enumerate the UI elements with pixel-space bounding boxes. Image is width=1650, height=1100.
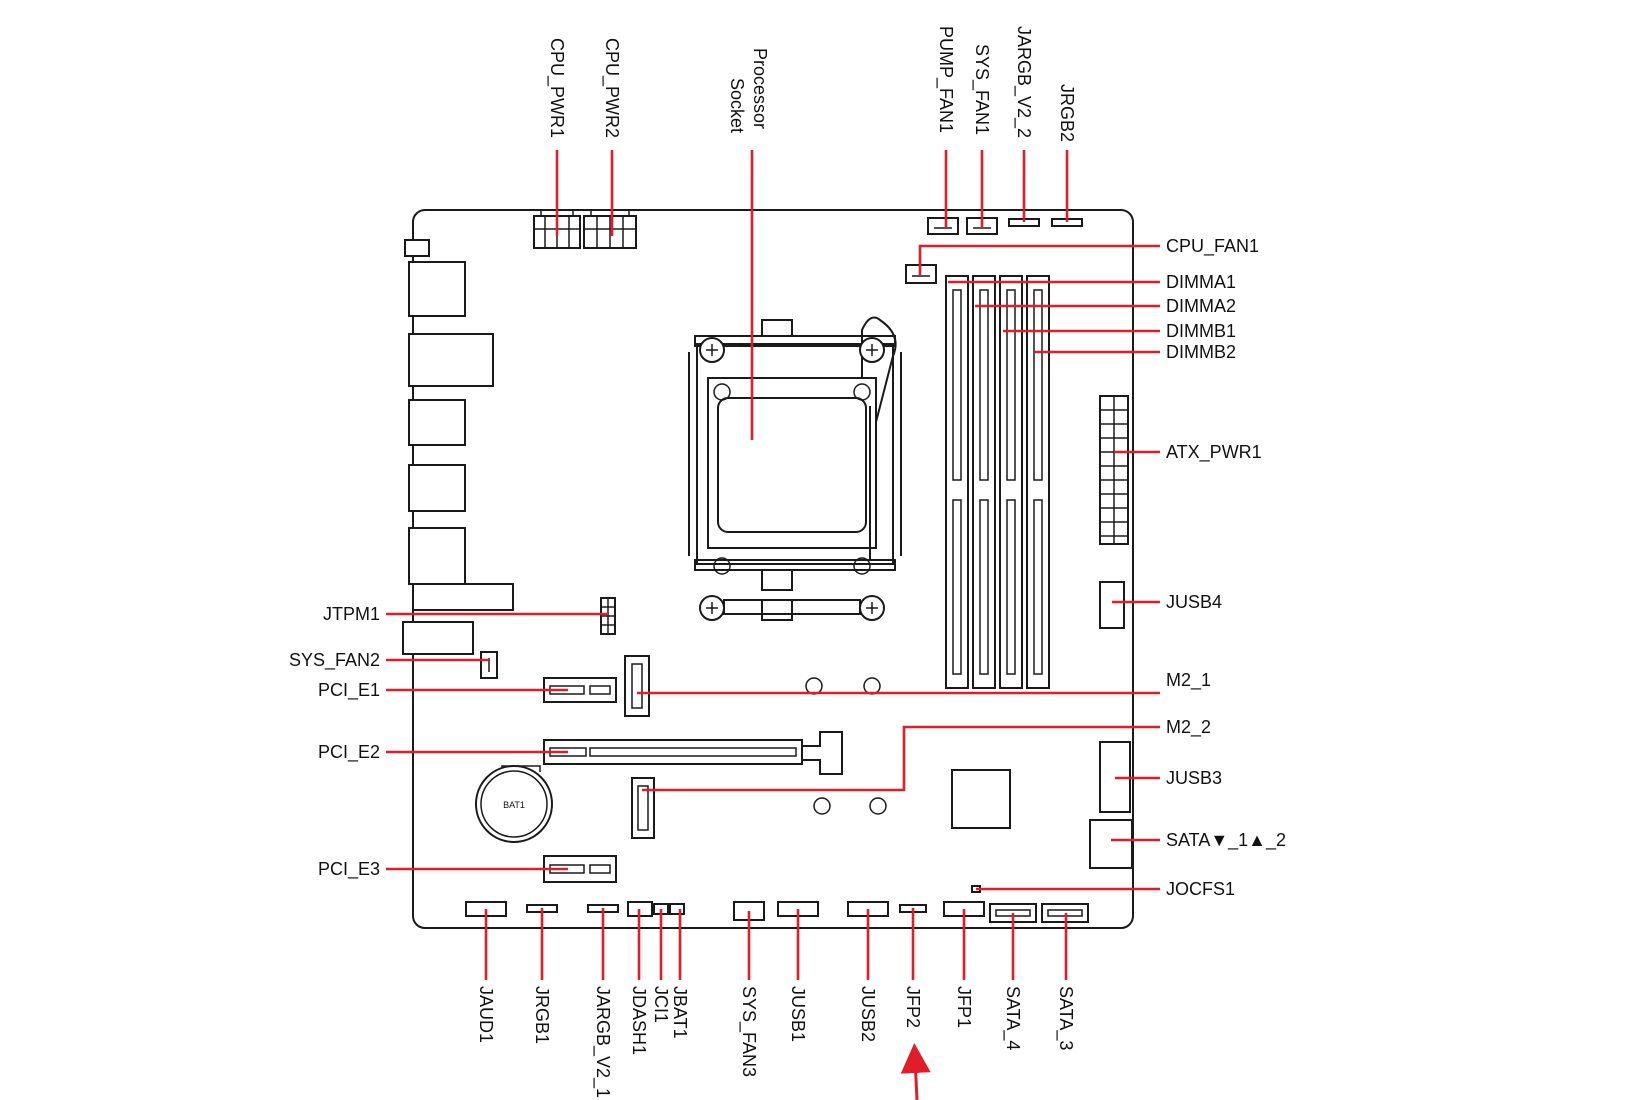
label-cpu-pwr1: CPU_PWR1 (546, 38, 567, 138)
label-processor-socket-2: Socket (727, 78, 747, 133)
label-pci-e2: PCI_E2 (318, 742, 380, 763)
label-pci-e3: PCI_E3 (318, 859, 380, 880)
label-cpu-fan1: CPU_FAN1 (1166, 236, 1259, 257)
atx-pwr1-connector (1099, 395, 1129, 545)
label-sata-4: SATA_4 (1002, 986, 1023, 1050)
label-jrgb1: JRGB1 (532, 986, 552, 1044)
label-jtpm1: JTPM1 (323, 604, 380, 624)
bat1-label: BAT1 (503, 800, 525, 810)
leader-lines (386, 150, 1160, 980)
pump-fan1-header (927, 217, 959, 235)
label-m2-2: M2_2 (1166, 717, 1211, 738)
sys-fan2-header (480, 651, 498, 679)
label-sys-fan3: SYS_FAN3 (738, 986, 759, 1077)
jusb4-connector (1099, 581, 1125, 629)
cpu-pwr2-connector (583, 209, 637, 249)
label-jrgb2: JRGB2 (1057, 84, 1077, 142)
label-pump-fan1: PUMP_FAN1 (935, 26, 956, 133)
sata-1-2-connector (1089, 819, 1133, 869)
pci-e2-slot (543, 731, 843, 775)
label-sata-3: SATA_3 (1055, 986, 1076, 1050)
dimm-slots (945, 275, 1050, 689)
label-jargb-v2-2: JARGB_V2_2 (1013, 26, 1034, 138)
rear-io-panel (402, 239, 514, 655)
label-jfp1: JFP1 (954, 986, 974, 1028)
label-jusb3: JUSB3 (1166, 768, 1222, 788)
label-sys-fan1: SYS_FAN1 (971, 44, 992, 135)
label-jocfs1: JOCFS1 (1166, 879, 1235, 899)
label-cpu-pwr2: CPU_PWR2 (601, 38, 622, 138)
cpu-socket (688, 316, 902, 621)
label-dimmb2: DIMMB2 (1166, 342, 1236, 362)
label-jaud1: JAUD1 (476, 986, 496, 1043)
label-jci1: JCI1 (651, 986, 671, 1023)
label-jdash1: JDASH1 (629, 986, 649, 1055)
label-processor-socket-1: Processor (750, 48, 770, 129)
label-jusb1: JUSB1 (788, 986, 808, 1042)
label-jargb-v2-1: JARGB_V2_1 (592, 986, 613, 1098)
jfp2-highlight-arrow (900, 1043, 931, 1100)
label-jfp2: JFP2 (903, 986, 923, 1028)
label-jbat1: JBAT1 (670, 986, 690, 1039)
chipset (951, 769, 1011, 829)
jbat1-jumper (669, 903, 685, 915)
label-atx-pwr1: ATX_PWR1 (1166, 442, 1262, 463)
label-dimma1: DIMMA1 (1166, 272, 1236, 292)
label-jusb2: JUSB2 (858, 986, 878, 1042)
label-pci-e1: PCI_E1 (318, 680, 380, 701)
label-sata-1-2: SATA▼_1▲_2 (1166, 830, 1286, 851)
label-m2-1: M2_1 (1166, 670, 1211, 691)
m2-1-slot (624, 655, 650, 717)
label-dimmb1: DIMMB1 (1166, 321, 1236, 341)
bat1-battery: BAT1 (475, 765, 553, 843)
label-dimma2: DIMMA2 (1166, 296, 1236, 316)
label-jusb4: JUSB4 (1166, 592, 1222, 612)
label-sys-fan2: SYS_FAN2 (289, 650, 380, 671)
m2-2-slot (631, 777, 655, 839)
jtpm1-header (600, 597, 616, 635)
